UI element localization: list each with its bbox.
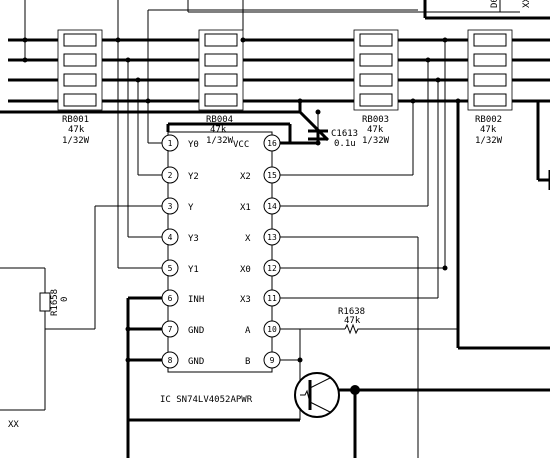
resistor-r1638: R1638 47k — [338, 307, 365, 335]
pin-2-name: Y2 — [188, 172, 199, 182]
ic-wires — [45, 40, 550, 458]
rb003-power: 1/32W — [362, 136, 390, 146]
rb001-ref: RB001 — [62, 115, 89, 125]
rb002-value: 47k — [480, 125, 497, 135]
pin-4-name: Y3 — [188, 234, 199, 244]
pin-5-name: Y1 — [188, 265, 199, 275]
pin-14-name: X1 — [240, 203, 251, 213]
pin-6-number: 6 — [168, 294, 173, 303]
top-right-d-label: D0 — [490, 0, 500, 8]
resistor-array-rb002 — [467, 29, 513, 111]
pin-2-number: 2 — [168, 171, 173, 180]
rb002-label: RB002 47k 1/32W — [475, 115, 503, 146]
resistor-r1658: R1658 0 — [0, 267, 70, 411]
c1613-ref: C1613 — [331, 129, 358, 139]
pin-7-number: 7 — [168, 325, 173, 334]
top-right-xx-label: XX — [522, 0, 532, 8]
pin-3-name: Y — [188, 203, 194, 213]
rb004-label: RB004 47k 1/32W — [206, 115, 234, 146]
rb001-label: RB001 47k 1/32W — [62, 115, 90, 146]
junction-dots — [22, 37, 461, 363]
pin-11-name: X3 — [240, 295, 251, 305]
resistor-array-rb003 — [353, 29, 399, 111]
pin-8-name: GND — [188, 357, 204, 367]
ic-sn74lv4052: 1 2 3 4 5 6 7 8 Y0 Y2 Y Y3 Y1 INH GND GN… — [160, 131, 281, 405]
corner-label-xx: XX — [8, 420, 19, 430]
resistor-array-rb004 — [198, 29, 244, 111]
capacitor-c1613: C1613 0.1u — [308, 112, 358, 149]
top-wires — [0, 0, 550, 142]
rb004-ref: RB004 — [206, 115, 233, 125]
pin-16-name: VCC — [233, 140, 249, 150]
pin-5-number: 5 — [168, 264, 173, 273]
rb003-ref: RB003 — [362, 115, 389, 125]
ic-part-label: IC SN74LV4052APWR — [160, 395, 253, 405]
pin-16-number: 16 — [267, 139, 277, 148]
pin-13-number: 13 — [267, 233, 277, 242]
pin-8-number: 8 — [168, 356, 173, 365]
r1658-value: 0 — [60, 297, 70, 302]
pin-9-number: 9 — [270, 356, 275, 365]
rb003-label: RB003 47k 1/32W — [362, 115, 390, 146]
pin-15-name: X2 — [240, 172, 251, 182]
rb001-power: 1/32W — [62, 136, 90, 146]
ic-left-pins — [161, 134, 179, 369]
pin-13-name: X — [245, 234, 251, 244]
pin-7-name: GND — [188, 326, 204, 336]
transistor-symbol — [294, 372, 360, 418]
resistor-array-rb001 — [57, 29, 103, 111]
rb004-value: 47k — [210, 125, 227, 135]
pin-12-name: X0 — [240, 265, 251, 275]
rb004-power: 1/32W — [206, 136, 234, 146]
pin-3-number: 3 — [168, 202, 173, 211]
r1638-value: 47k — [344, 316, 361, 326]
pin-14-number: 14 — [267, 202, 277, 211]
pin-1-name: Y0 — [188, 140, 199, 150]
rb002-ref: RB002 — [475, 115, 502, 125]
rb002-power: 1/32W — [475, 136, 503, 146]
c1613-value: 0.1u — [334, 139, 356, 149]
pin-12-number: 12 — [267, 264, 277, 273]
rb001-value: 47k — [68, 125, 85, 135]
pin-4-number: 4 — [168, 233, 173, 242]
pin-6-name: INH — [188, 295, 204, 305]
r1638-ref: R1638 — [338, 307, 365, 317]
pin-10-name: A — [245, 326, 251, 336]
r1658-ref: R1658 — [50, 289, 60, 316]
ic-right-pins — [263, 134, 281, 369]
rb003-value: 47k — [367, 125, 384, 135]
pin-15-number: 15 — [267, 171, 277, 180]
pin-10-number: 10 — [267, 325, 277, 334]
pin-9-name: B — [245, 357, 250, 367]
pin-11-number: 11 — [267, 294, 277, 303]
pin-1-number: 1 — [168, 139, 173, 148]
